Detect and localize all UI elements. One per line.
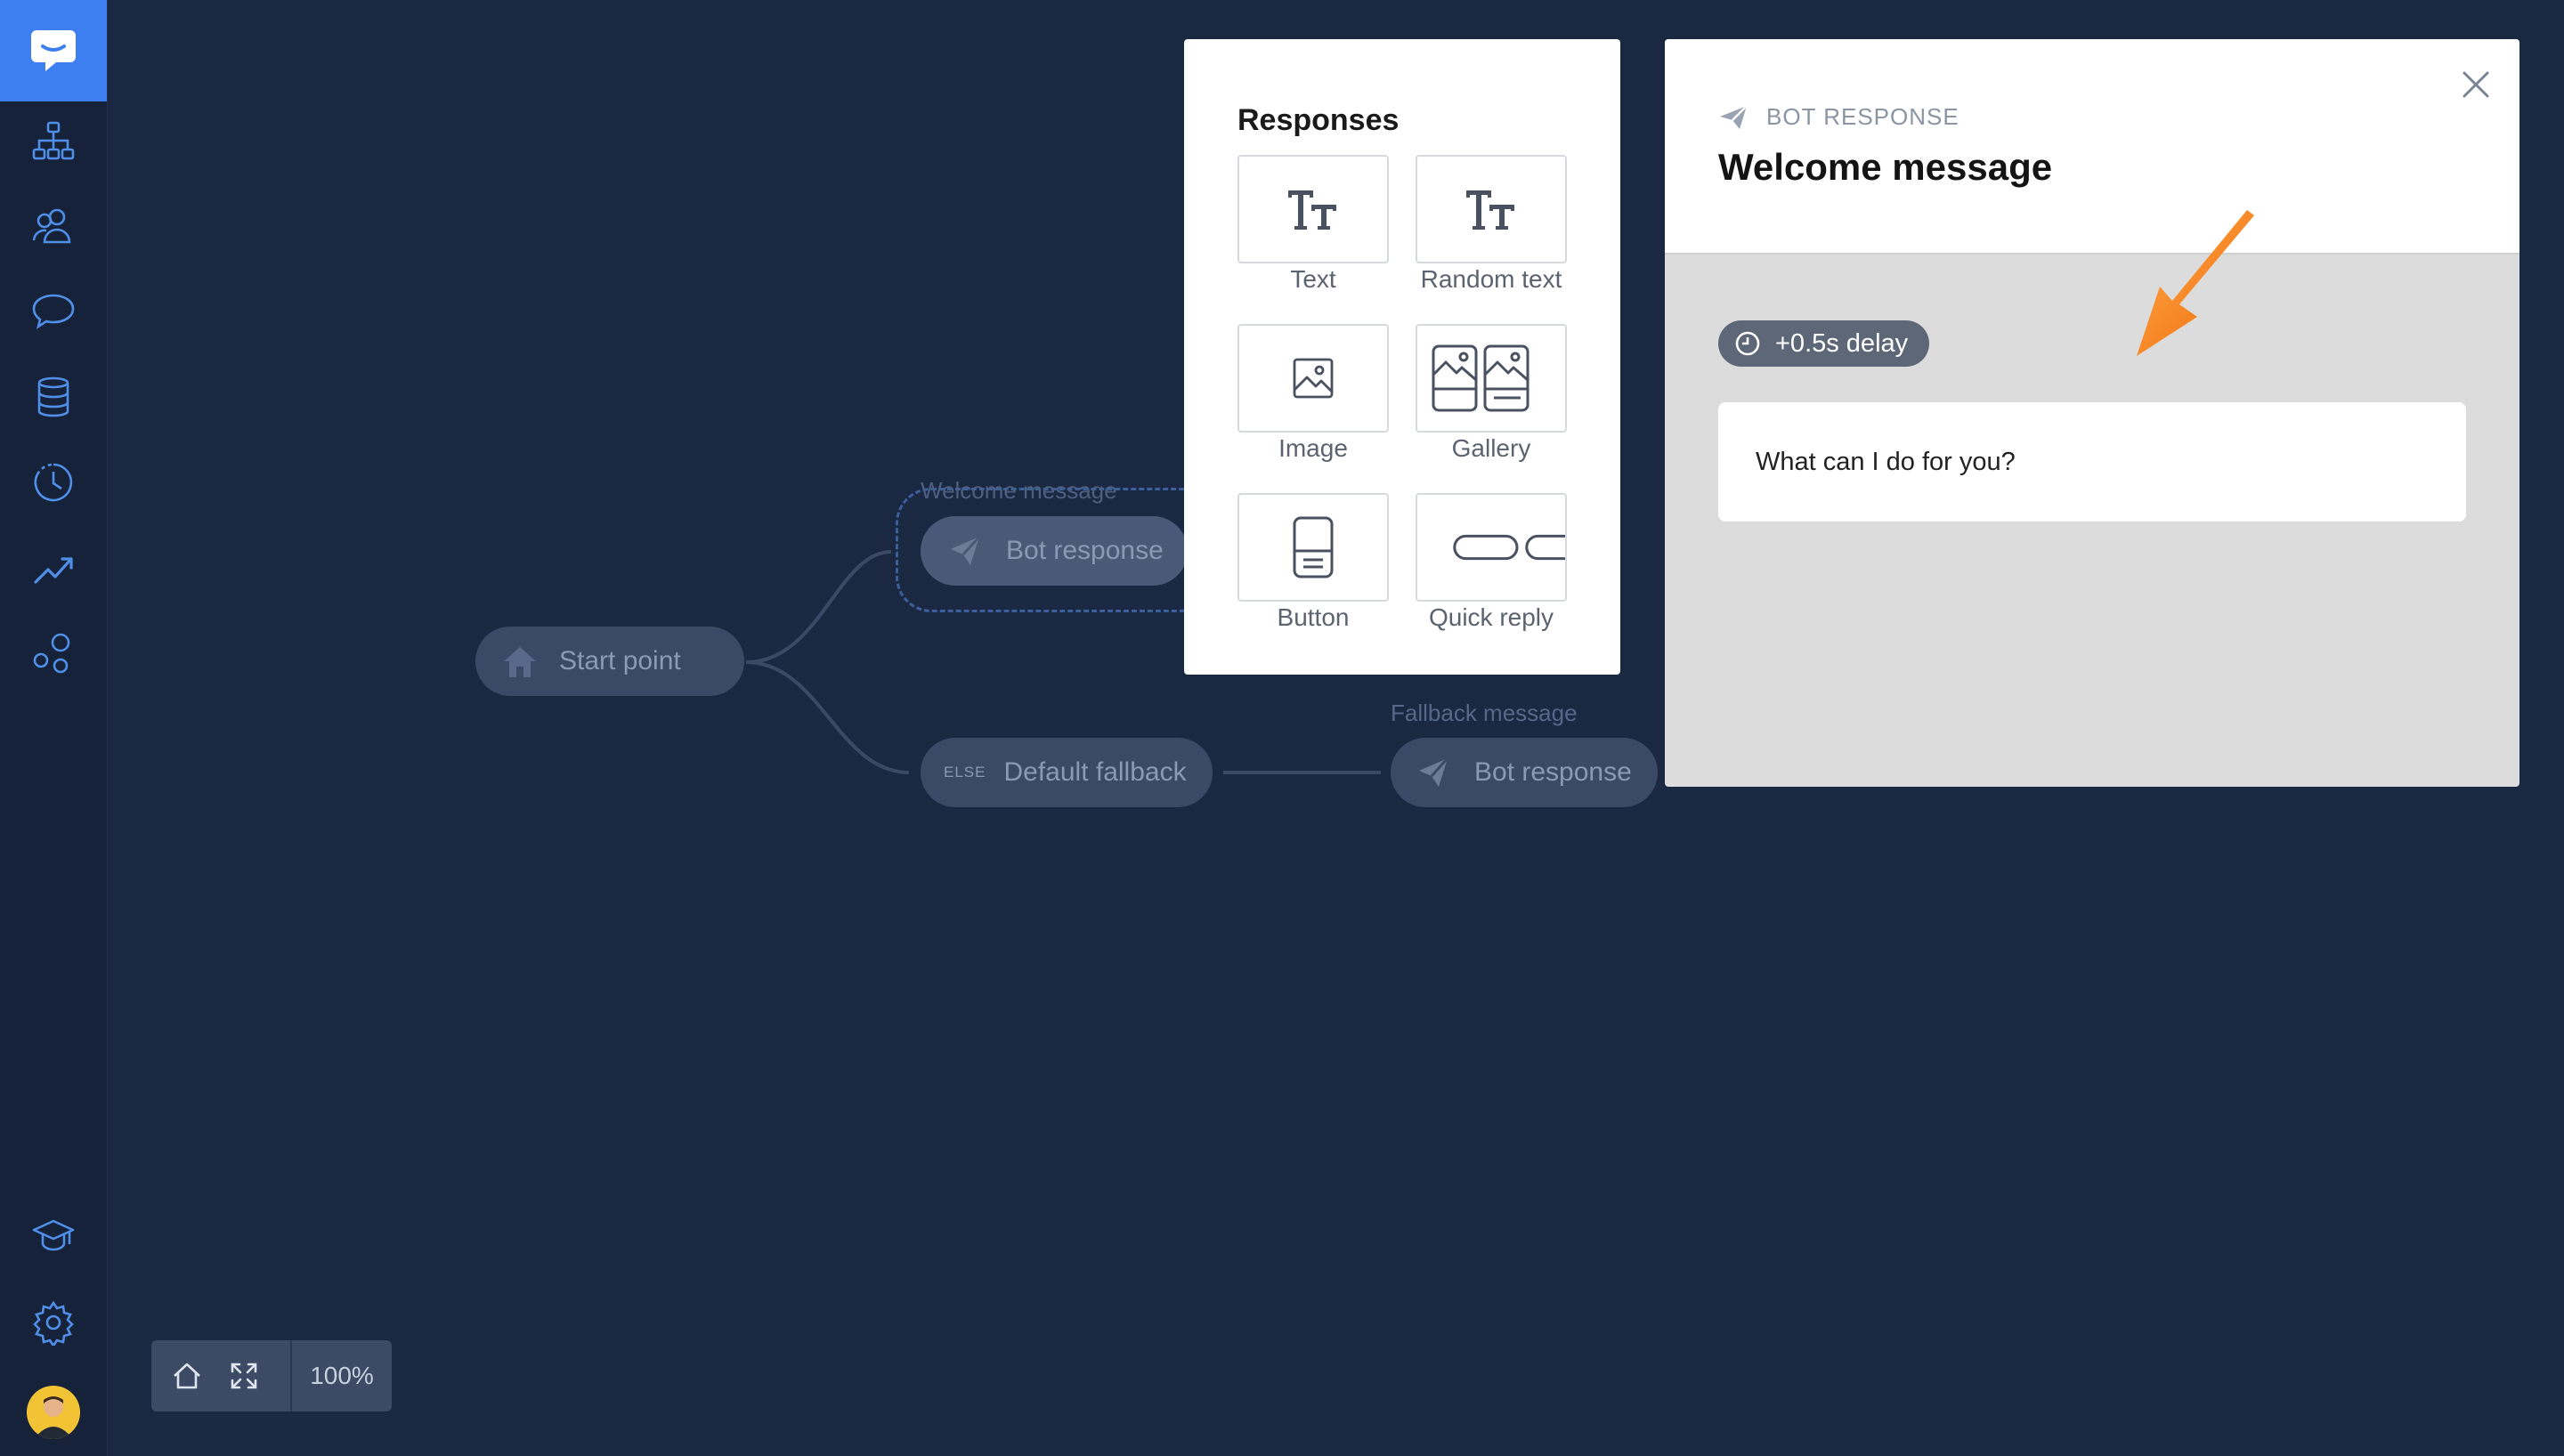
panel-title: Welcome message <box>1718 146 2053 188</box>
nav-stories[interactable] <box>27 114 80 167</box>
quick-reply-icon <box>1453 534 1565 561</box>
message-bubble[interactable]: What can I do for you? <box>1718 402 2466 522</box>
fit-screen-button[interactable] <box>215 1340 272 1412</box>
sidebar <box>0 0 108 1456</box>
text-tile-label: Text <box>1290 265 1336 293</box>
users-icon <box>32 208 71 244</box>
panel-kicker: BOT RESPONSE <box>1718 103 1960 131</box>
image-icon <box>1293 358 1334 399</box>
text-icon <box>1288 190 1336 230</box>
gallery-icon <box>1432 344 1529 412</box>
chat-bubble-icon <box>32 294 75 329</box>
welcome-node-label: Welcome message <box>921 477 1117 504</box>
clock-icon <box>1735 331 1760 356</box>
close-icon <box>2463 71 2489 98</box>
image-response-tile[interactable] <box>1237 324 1389 433</box>
panel-kicker-text: BOT RESPONSE <box>1766 103 1960 130</box>
delay-text: +0.5s delay <box>1775 328 1909 358</box>
nav-data[interactable] <box>27 370 80 424</box>
quick-reply-tile-label: Quick reply <box>1428 603 1554 631</box>
send-icon <box>951 535 981 565</box>
quick-reply-response-tile[interactable] <box>1416 493 1567 602</box>
academy-icon <box>32 1219 75 1251</box>
message-text: What can I do for you? <box>1756 447 2016 476</box>
nav-history[interactable] <box>27 456 80 509</box>
bot-response-panel: BOT RESPONSE Welcome message +0.5s delay… <box>1665 39 2519 787</box>
responses-panel: Responses Text Random text Image <box>1184 39 1620 675</box>
fallback-bot-response-label: Bot response <box>1474 757 1632 787</box>
home-icon <box>504 647 536 677</box>
zoom-divider <box>290 1340 292 1412</box>
nav-users[interactable] <box>27 199 80 253</box>
expand-icon <box>231 1363 257 1389</box>
nav-integrations[interactable] <box>27 627 80 680</box>
send-icon <box>1419 756 1449 787</box>
annotation-arrow-icon <box>2137 210 2254 356</box>
image-tile-label: Image <box>1278 434 1348 462</box>
button-response-tile[interactable] <box>1237 493 1389 602</box>
button-icon <box>1293 516 1334 578</box>
panel-header: BOT RESPONSE Welcome message <box>1665 39 2519 255</box>
nav-settings[interactable] <box>27 1296 80 1349</box>
welcome-bot-response-node[interactable]: Bot response <box>921 516 1188 586</box>
welcome-bot-response-label: Bot response <box>1006 536 1164 565</box>
fallback-node-label: Fallback message <box>1391 700 1578 726</box>
responses-title: Responses <box>1237 103 1400 137</box>
start-point-node[interactable]: Start point <box>475 627 744 696</box>
database-icon <box>37 376 69 417</box>
fallback-bot-response-node[interactable]: Bot response <box>1391 738 1658 807</box>
settings-icon <box>33 1300 74 1346</box>
brand-logo[interactable] <box>0 0 107 101</box>
nav-academy[interactable] <box>27 1210 80 1264</box>
gallery-tile-label: Gallery <box>1451 434 1531 462</box>
random-text-icon <box>1466 190 1514 230</box>
history-icon <box>34 463 73 502</box>
nav-reports[interactable] <box>27 541 80 595</box>
flow-connectors <box>745 550 1381 774</box>
close-button[interactable] <box>2455 64 2496 105</box>
avatar-image <box>34 1396 73 1439</box>
random-text-tile-label: Random text <box>1420 265 1562 293</box>
integrations-icon <box>33 633 70 674</box>
home-outline-icon <box>174 1363 200 1389</box>
else-badge: ELSE <box>944 764 986 781</box>
zoom-level: 100% <box>310 1362 374 1389</box>
send-icon <box>1720 104 1748 129</box>
flow-tree-icon <box>32 121 75 160</box>
nav-training[interactable] <box>27 285 80 338</box>
avatar[interactable] <box>27 1386 80 1439</box>
button-tile-label: Button <box>1277 603 1350 631</box>
chatbot-logo-icon <box>31 30 76 71</box>
default-fallback-node[interactable]: ELSE Default fallback <box>921 738 1213 807</box>
text-response-tile[interactable] <box>1237 155 1389 263</box>
random-text-response-tile[interactable] <box>1416 155 1567 263</box>
zoom-controls: 100% <box>151 1340 392 1412</box>
delay-badge[interactable]: +0.5s delay <box>1718 320 1930 367</box>
gallery-response-tile[interactable] <box>1416 324 1567 433</box>
default-fallback-label: Default fallback <box>1003 757 1187 787</box>
analytics-icon <box>34 557 73 584</box>
start-point-label: Start point <box>559 646 681 675</box>
center-view-button[interactable] <box>158 1340 215 1412</box>
